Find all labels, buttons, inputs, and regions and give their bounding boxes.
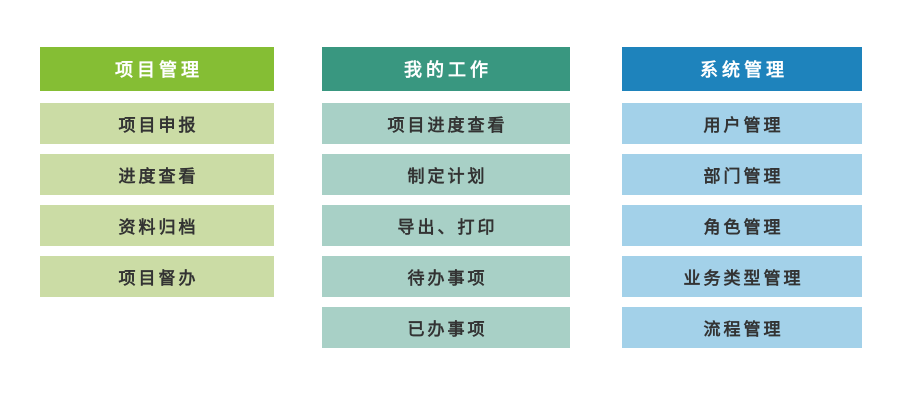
column-items: 项目申报进度查看资料归档项目督办: [40, 103, 274, 307]
menu-item[interactable]: 流程管理: [622, 307, 862, 348]
menu-item-label: 角色管理: [703, 218, 784, 238]
menu-item-label: 用户管理: [703, 116, 784, 136]
column-items: 项目进度查看制定计划导出、打印待办事项已办事项: [322, 103, 570, 358]
menu-column-my-work: 我的工作 项目进度查看制定计划导出、打印待办事项已办事项: [322, 47, 570, 358]
menu-item-label: 导出、打印: [397, 218, 498, 238]
menu-item-label: 项目督办: [118, 269, 199, 289]
menu-item[interactable]: 资料归档: [40, 205, 274, 246]
column-items: 用户管理部门管理角色管理业务类型管理流程管理: [622, 103, 862, 358]
column-header-project-management[interactable]: 项目管理: [40, 47, 274, 91]
column-header-system-management[interactable]: 系统管理: [622, 47, 862, 91]
menu-item-label: 待办事项: [407, 269, 488, 289]
column-header-label: 系统管理: [700, 60, 788, 81]
menu-item[interactable]: 项目进度查看: [322, 103, 570, 144]
menu-item[interactable]: 项目督办: [40, 256, 274, 297]
menu-item[interactable]: 部门管理: [622, 154, 862, 195]
menu-item[interactable]: 待办事项: [322, 256, 570, 297]
menu-item-label: 制定计划: [407, 167, 488, 187]
menu-item[interactable]: 用户管理: [622, 103, 862, 144]
column-header-label: 我的工作: [404, 60, 492, 81]
menu-item[interactable]: 业务类型管理: [622, 256, 862, 297]
menu-column-system-management: 系统管理 用户管理部门管理角色管理业务类型管理流程管理: [622, 47, 862, 358]
menu-column-project-management: 项目管理 项目申报进度查看资料归档项目督办: [40, 47, 274, 307]
menu-item-label: 流程管理: [703, 320, 784, 340]
menu-item-label: 部门管理: [703, 167, 784, 187]
menu-item-label: 资料归档: [118, 218, 199, 238]
menu-item-label: 项目申报: [118, 116, 199, 136]
column-header-my-work[interactable]: 我的工作: [322, 47, 570, 91]
menu-item-label: 业务类型管理: [683, 269, 804, 289]
menu-item[interactable]: 角色管理: [622, 205, 862, 246]
column-header-label: 项目管理: [115, 60, 203, 81]
menu-item-label: 进度查看: [118, 167, 199, 187]
menu-item[interactable]: 进度查看: [40, 154, 274, 195]
menu-item-label: 已办事项: [407, 320, 488, 340]
menu-item[interactable]: 制定计划: [322, 154, 570, 195]
menu-item-label: 项目进度查看: [387, 116, 508, 136]
menu-item[interactable]: 已办事项: [322, 307, 570, 348]
menu-item[interactable]: 导出、打印: [322, 205, 570, 246]
menu-item[interactable]: 项目申报: [40, 103, 274, 144]
